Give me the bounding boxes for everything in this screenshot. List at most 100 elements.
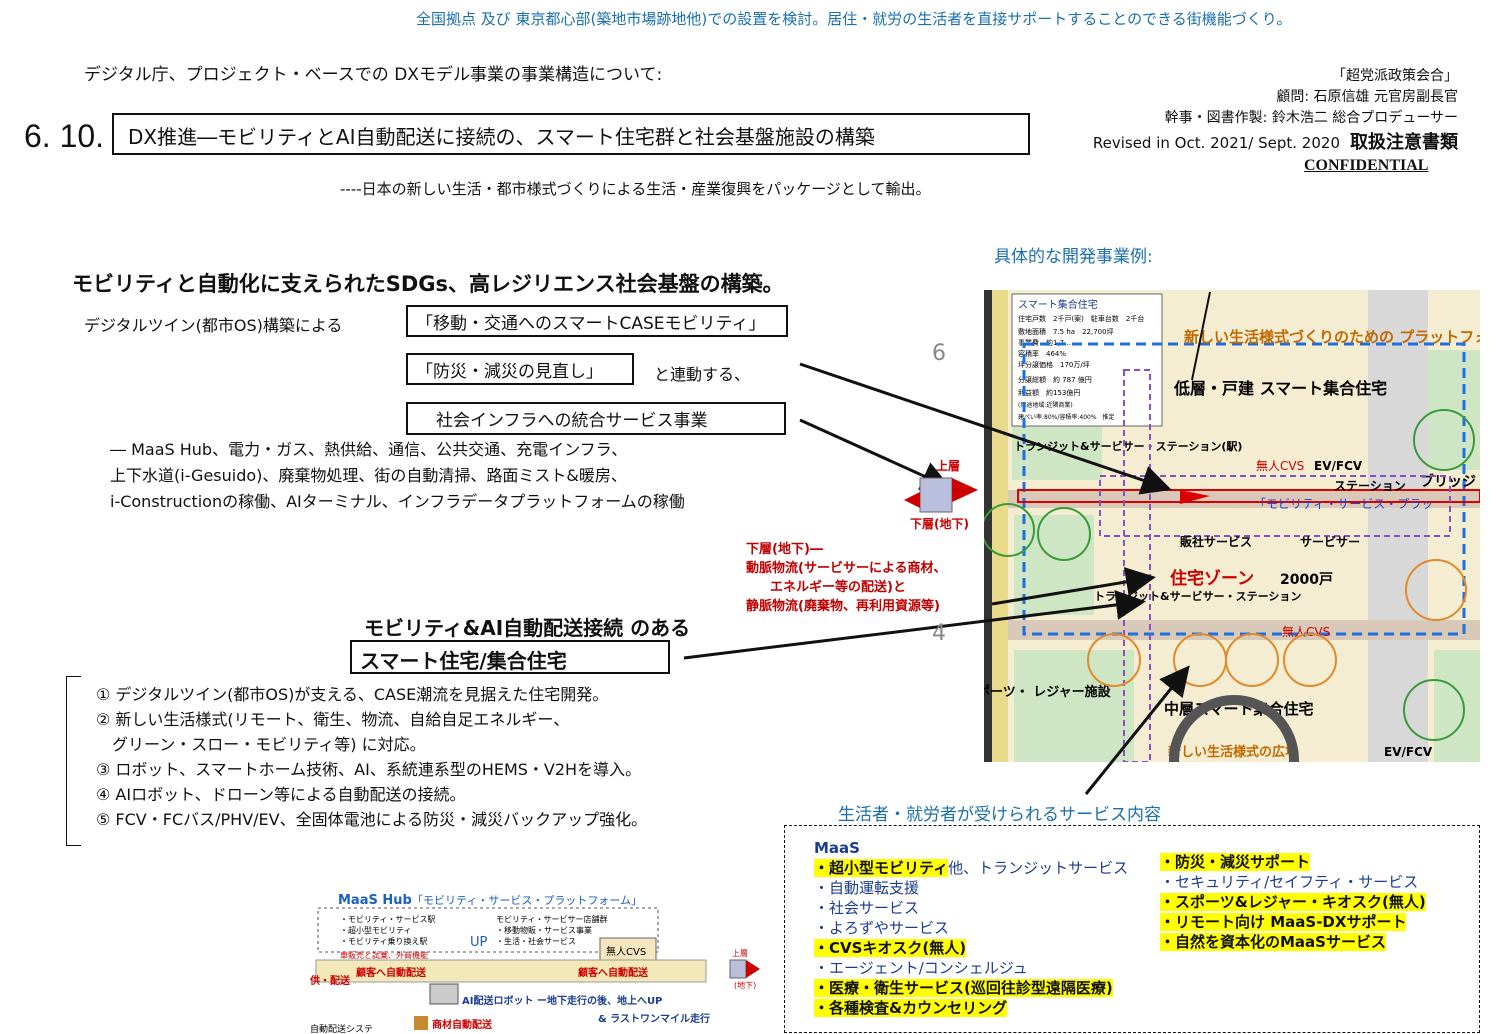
service-item: ・スポーツ&レジャー・キオスク(無人) — [1160, 893, 1426, 911]
org-name: 「超党派政策会合」 — [1332, 68, 1458, 84]
site-plan-image: スマート集合住宅 住宅戸数 2千戸(案) 駐車台数 2千台 敷地面積 7.5 h… — [984, 290, 1480, 762]
service-item: ・リモート向け MaaS-DXサポート — [1160, 913, 1407, 931]
map-mob-platform: 「モビリティ・サービス・プラッ — [1254, 497, 1433, 511]
maas-trial: 車販売と試乗、外商機能 — [340, 950, 428, 960]
infra-list: ― MaaS Hub、電力・ガス、熱供給、通信、公共交通、充電インフラ、 上下水… — [110, 437, 685, 515]
map-new-life: 新しい生活様式の広場 — [1168, 744, 1298, 760]
map-bridge: ブリッジ — [1420, 473, 1476, 490]
service-item: ・よろずやサービス — [814, 919, 950, 937]
maas-lower: (地下) — [734, 980, 756, 990]
service-item: ・CVSキオスク(無人) — [814, 939, 967, 957]
list-bracket — [66, 676, 81, 846]
map-shop: 販社サービス — [1180, 534, 1252, 549]
infra-line: 上下水道(i-Gesuido)、廃棄物処理、街の自動清掃、路面ミスト&暖房、 — [110, 466, 627, 485]
map-cvs: 無人CVS — [1256, 458, 1304, 473]
map-stat: 敷地面積 7.5 ha 22,700坪 — [1018, 327, 1114, 336]
feature-item: ④ AIロボット、ドローン等による自動配送の接続。 — [96, 785, 466, 804]
feature-item: ① デジタルツイン(都市OS)が支える、CASE潮流を見据えた住宅開発。 — [96, 685, 609, 704]
map-transit: トランジット&サービサー・ステーション(駅) — [1014, 439, 1242, 453]
map-stat: 容積率 464% — [1018, 349, 1066, 358]
confidential-label: CONFIDENTIAL — [1304, 157, 1429, 174]
map-units: 2000戸 — [1280, 572, 1333, 588]
map-station: ステーション — [1334, 479, 1406, 493]
org-block: 「超党派政策会合」 顧問: 石原信雄 元官房副長官 幹事・図書作製: 鈴木浩二 … — [1165, 66, 1458, 129]
lower-line: 下層(地下)― — [746, 542, 823, 557]
tagline: ----日本の新しい生活・都市様式づくりによる生活・産業復興をパッケージとして輸… — [340, 180, 931, 198]
map-housing-zone: 住宅ゾーン — [1170, 568, 1254, 589]
map-stat: 利益額 約153億円 — [1018, 388, 1080, 397]
service-item: ・社会サービス — [814, 899, 920, 917]
org-advisor: 顧問: 石原信雄 元官房副長官 — [1276, 89, 1458, 105]
map-num-4: 4 — [932, 621, 946, 646]
map-sports: スポーツ・ レジャー施設 — [984, 684, 1112, 700]
maas-hub-diagram: MaaS Hub 「モビリティ・サービス・プラットフォーム」 ・モビリティ・サー… — [310, 888, 780, 1034]
subtitle: デジタル庁、プロジェクト・ベースでの DXモデル事業の事業構造について: — [84, 65, 663, 85]
lower-layer-note: 下層(地下)― 動脈物流(サービサーによる商材、 エネルギー等の配送)と 静脈物… — [746, 540, 947, 616]
maas-right-item: ・生活・社会サービス — [496, 936, 576, 946]
map-platform: 新しい生活様式づくりのための プラットフォーム — [1184, 328, 1480, 346]
maas-left-item: ・モビリティ・サービス駅 — [340, 915, 436, 924]
map-num-6: 6 — [932, 341, 946, 366]
map-lowrise: 低層・戸建 スマート集合住宅 — [1173, 379, 1387, 398]
maas-delivery-1: 顧客へ自動配送 — [356, 966, 427, 979]
feature-item: グリーン・スロー・モビリティ等) に対応。 — [96, 735, 426, 754]
infra-line: ― MaaS Hub、電力・ガス、熱供給、通信、公共交通、充電インフラ、 — [110, 440, 628, 459]
map-stat: 分譲総額 約 787 億円 — [1018, 375, 1092, 384]
map-stat: (用途地域:近隣商業) — [1018, 401, 1073, 409]
map-ev: EV/FCV — [1314, 459, 1363, 473]
top-note: 全国拠点 及び 東京都心部(築地市場跡地他)での設置を検討。居住・就労の生活者を… — [416, 10, 1292, 28]
map-servicer: サービサー — [1300, 534, 1360, 549]
lower-label: 下層(地下) — [910, 516, 969, 531]
service-item: ・超小型モビリティ他、トランジットサービス — [814, 859, 1129, 877]
linked-text: と連動する、 — [654, 365, 751, 384]
section-number: 6. 10. — [24, 118, 105, 154]
service-item: ・防災・減災サポート — [1160, 853, 1311, 871]
lower-line: エネルギー等の配送)と — [770, 580, 906, 595]
digital-twin-line: デジタルツイン(都市OS)構築による — [84, 316, 343, 335]
maas-goods: 商材自動配送 — [432, 1018, 493, 1031]
services-right: ・防災・減災サポート ・セキュリティ/セイフティ・サービス ・スポーツ&レジャー… — [1160, 852, 1426, 952]
feature-item: ② 新しい生活様式(リモート、衛生、物流、自給自足エネルギー、 — [96, 710, 570, 729]
map-title-box: スマート集合住宅 — [1018, 298, 1098, 311]
maas-right-item: モビリティ・サービサー店舗群 — [496, 914, 608, 924]
services-title: 生活者・就労者が受けられるサービス内容 — [838, 805, 1161, 825]
maas-title: MaaS Hub — [338, 893, 412, 908]
services-left: MaaS ・超小型モビリティ他、トランジットサービス ・自動運転支援 ・社会サー… — [814, 838, 1128, 1018]
map-stat: 住宅戸数 2千戸(案) 駐車台数 2千台 — [1018, 314, 1144, 323]
service-item: ・セキュリティ/セイフティ・サービス — [1160, 873, 1419, 891]
maas-left-frag: 供・配送 — [310, 974, 351, 987]
heading-sdgs: モビリティと自動化に支えられたSDGs、高レジリエンス社会基盤の構築。 — [72, 272, 784, 296]
example-label: 具体的な開発事業例: — [994, 247, 1153, 267]
maas-cvs: 無人CVS — [606, 945, 646, 958]
page-title: DX推進―モビリティとAI自動配送に接続の、スマート住宅群と社会基盤施設の構築 — [112, 113, 1030, 155]
maas-system: 自動配送システ — [310, 1023, 373, 1034]
box-smart-housing: スマート住宅/集合住宅 — [350, 640, 670, 674]
service-item: ・医療・衛生サービス(巡回往診型遠隔医療) — [814, 979, 1113, 997]
map-ev2: EV/FCV — [1384, 745, 1433, 759]
maas-subtitle: 「モビリティ・サービス・プラットフォーム」 — [412, 894, 642, 907]
maas-delivery-2: 顧客へ自動配送 — [578, 966, 649, 979]
service-item: ・エージェント/コンシェルジュ — [814, 959, 1028, 977]
feature-item: ③ ロボット、スマートホーム技術、AI、系統連系型のHEMS・V2Hを導入。 — [96, 760, 642, 779]
feature-list: ① デジタルツイン(都市OS)が支える、CASE潮流を見据えた住宅開発。 ② 新… — [96, 682, 647, 832]
maas-robot: AI配送ロボット ー地下走行の後、地上へUP — [462, 994, 662, 1007]
lower-line: 動脈物流(サービサーによる商材、 — [746, 561, 947, 576]
maas-up: UP — [470, 935, 488, 950]
heading-smart-housing: モビリティ&AI自動配送接続 のある — [364, 616, 691, 640]
service-item: ・自然を資本化のMaaSサービス — [1160, 933, 1386, 951]
box-mobility: 「移動・交通へのスマートCASEモビリティ」 — [406, 305, 788, 337]
map-stat: 建ぺい率:80%/容積率:400% 推定 — [1018, 413, 1115, 421]
maas-left-item: ・超小型モビリティ — [340, 925, 412, 935]
map-stat: 坪分譲価格 170万/坪 — [1018, 360, 1090, 369]
feature-item: ⑤ FCV・FCバス/PHV/EV、全固体電池による防災・減災バックアップ強化。 — [96, 810, 648, 829]
maas-upper: 上層 — [732, 949, 748, 958]
box-disaster: 「防災・減災の見直し」 — [406, 353, 634, 385]
maas-lastmile: & ラストワンマイル走行 — [598, 1012, 710, 1025]
upper-label: 上層 — [936, 458, 960, 473]
service-item: ・自動運転支援 — [814, 879, 920, 897]
box-infra-service: 社会インフラへの統合サービス事業 — [406, 402, 786, 435]
lower-line: 静脈物流(廃棄物、再利用資源等) — [746, 599, 940, 614]
revised-date: Revised in Oct. 2021/ Sept. 2020 — [1092, 134, 1340, 152]
service-item: ・各種検査&カウンセリング — [814, 999, 1008, 1017]
